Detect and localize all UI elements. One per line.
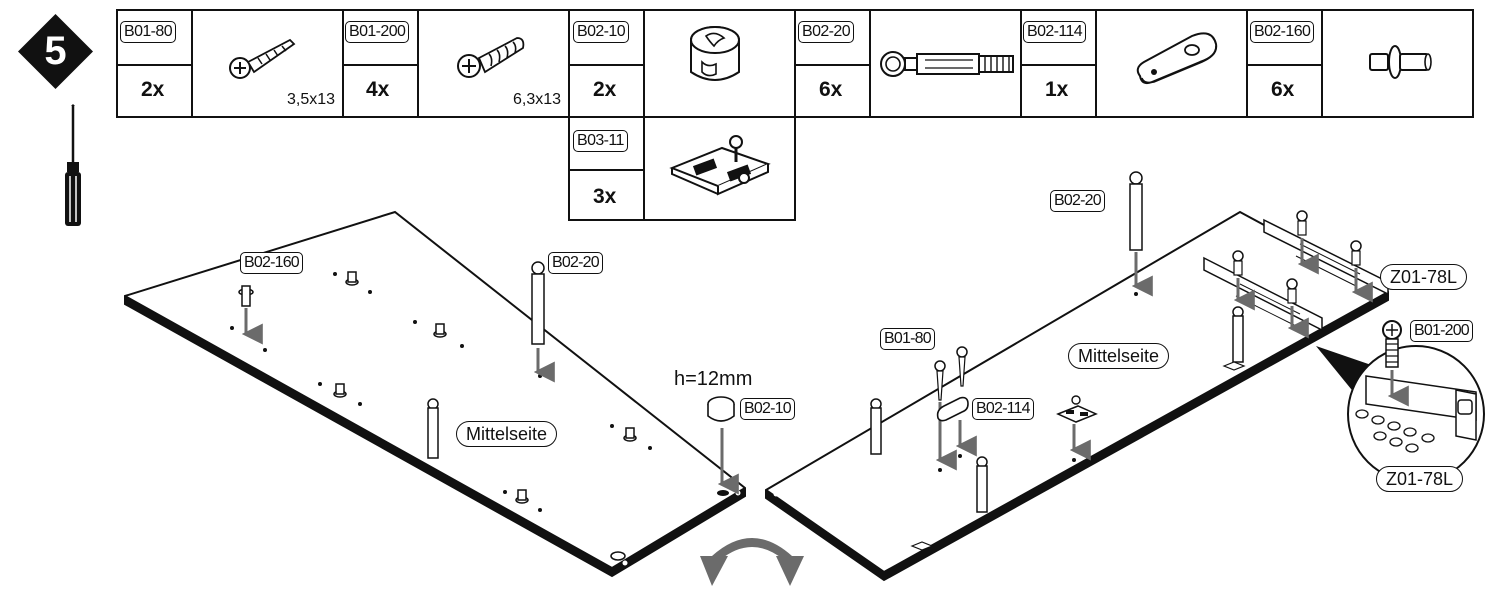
part-qty: 2x — [593, 78, 617, 101]
panel-name-left: Mittelseite — [456, 421, 558, 447]
step-number: 5 — [44, 29, 67, 73]
cam-lock-icon — [690, 26, 740, 81]
part-qty: 6x — [819, 78, 843, 101]
cam-bolt-arrow-right — [1129, 171, 1153, 297]
part-code: B02-160 — [1250, 21, 1315, 43]
parts-cell-qty — [116, 64, 193, 118]
part-code: B01-80 — [120, 21, 176, 43]
label-rail-top: Z01-78L — [1380, 264, 1468, 290]
cam-bolt-icon — [880, 51, 1014, 77]
label-rail-detail: Z01-78L — [1376, 466, 1464, 492]
shelf-pin-arrow-left — [238, 285, 263, 345]
part-qty: 2x — [141, 78, 165, 101]
label-cam-bolt-left: B02-20 — [548, 252, 603, 274]
part-size: 6,3x13 — [513, 91, 562, 108]
cam-bolt-arrow-left — [531, 261, 555, 383]
hinge-plate-icon — [669, 135, 771, 196]
part-code: B02-114 — [1023, 21, 1087, 43]
part-code: B01-200 — [345, 21, 410, 43]
rotate-arrow-icon — [700, 538, 804, 586]
rail-screw-arrows — [1232, 210, 1373, 339]
parts-cell-qty — [1246, 64, 1323, 118]
cam-bolt-standing-left — [427, 398, 439, 459]
cam-lock-corner — [610, 551, 626, 561]
part-qty: 6x — [1271, 78, 1295, 101]
euro-screw-icon — [457, 37, 525, 78]
part-qty: 3x — [593, 185, 617, 208]
screwdriver-icon — [65, 104, 81, 226]
parts-cell-qty — [568, 169, 645, 221]
label-cam-lock: B02-10 — [740, 398, 795, 420]
part-qty: 1x — [1045, 78, 1069, 101]
part-code: B02-10 — [573, 21, 629, 43]
part-size: 3,5x13 — [287, 91, 336, 108]
label-euro-screw: B01-200 — [1410, 320, 1473, 342]
cam-lock-arrow — [707, 396, 739, 496]
part-qty: 4x — [366, 78, 390, 101]
label-shelf-pin: B02-160 — [240, 252, 303, 274]
part-code: B03-11 — [573, 130, 628, 152]
part-code: B02-20 — [798, 21, 854, 43]
hinge-plate-arrow-right — [910, 361, 1246, 551]
label-wood-screw: B01-80 — [880, 328, 935, 350]
step-diamond — [18, 14, 93, 89]
left-panel — [124, 210, 746, 578]
label-shelf-bracket: B02-114 — [972, 398, 1034, 420]
wood-screw-icon — [229, 38, 296, 79]
shelf-pins-left — [333, 271, 637, 504]
shelf-bracket-right — [936, 396, 969, 422]
panel-name-right: Mittelseite — [1068, 343, 1170, 369]
label-cam-bolt-right: B02-20 — [1050, 190, 1105, 212]
rail-detail-zoom — [1316, 320, 1485, 484]
shelf-bracket-icon — [1136, 32, 1218, 85]
cam-height-note: h=12mm — [674, 368, 753, 390]
shelf-pin-icon — [1369, 45, 1432, 79]
parts-cell-qty — [1020, 64, 1097, 118]
left-panel-holes — [230, 272, 652, 512]
